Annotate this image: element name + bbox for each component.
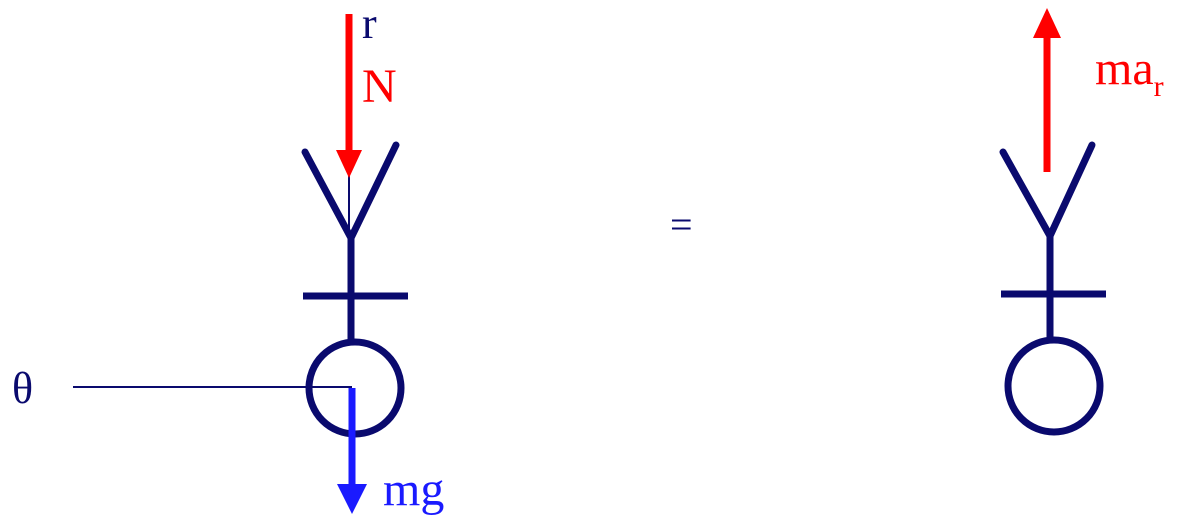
label-inertial-force-main: ma xyxy=(1095,42,1154,95)
right-arm-right xyxy=(1046,141,1096,240)
right-arm-left xyxy=(999,148,1054,240)
label-angle: θ xyxy=(12,364,33,413)
weight-arrow xyxy=(337,388,367,514)
label-r: r xyxy=(362,0,377,48)
label-inertial-force: mar xyxy=(1095,42,1164,103)
equals-sign: = xyxy=(670,202,693,247)
inertial-force-head xyxy=(1033,8,1061,38)
left-arm-left xyxy=(301,148,355,242)
normal-force-arrow xyxy=(336,14,362,178)
right-figure xyxy=(999,141,1106,436)
label-normal-force: N xyxy=(362,60,397,113)
weight-head xyxy=(337,484,367,514)
left-arm-right xyxy=(347,141,400,242)
label-inertial-force-subscript: r xyxy=(1154,70,1164,103)
label-weight: mg xyxy=(383,463,444,516)
right-head xyxy=(1004,336,1104,436)
normal-force-head xyxy=(336,150,362,178)
inertial-force-arrow xyxy=(1033,8,1061,172)
